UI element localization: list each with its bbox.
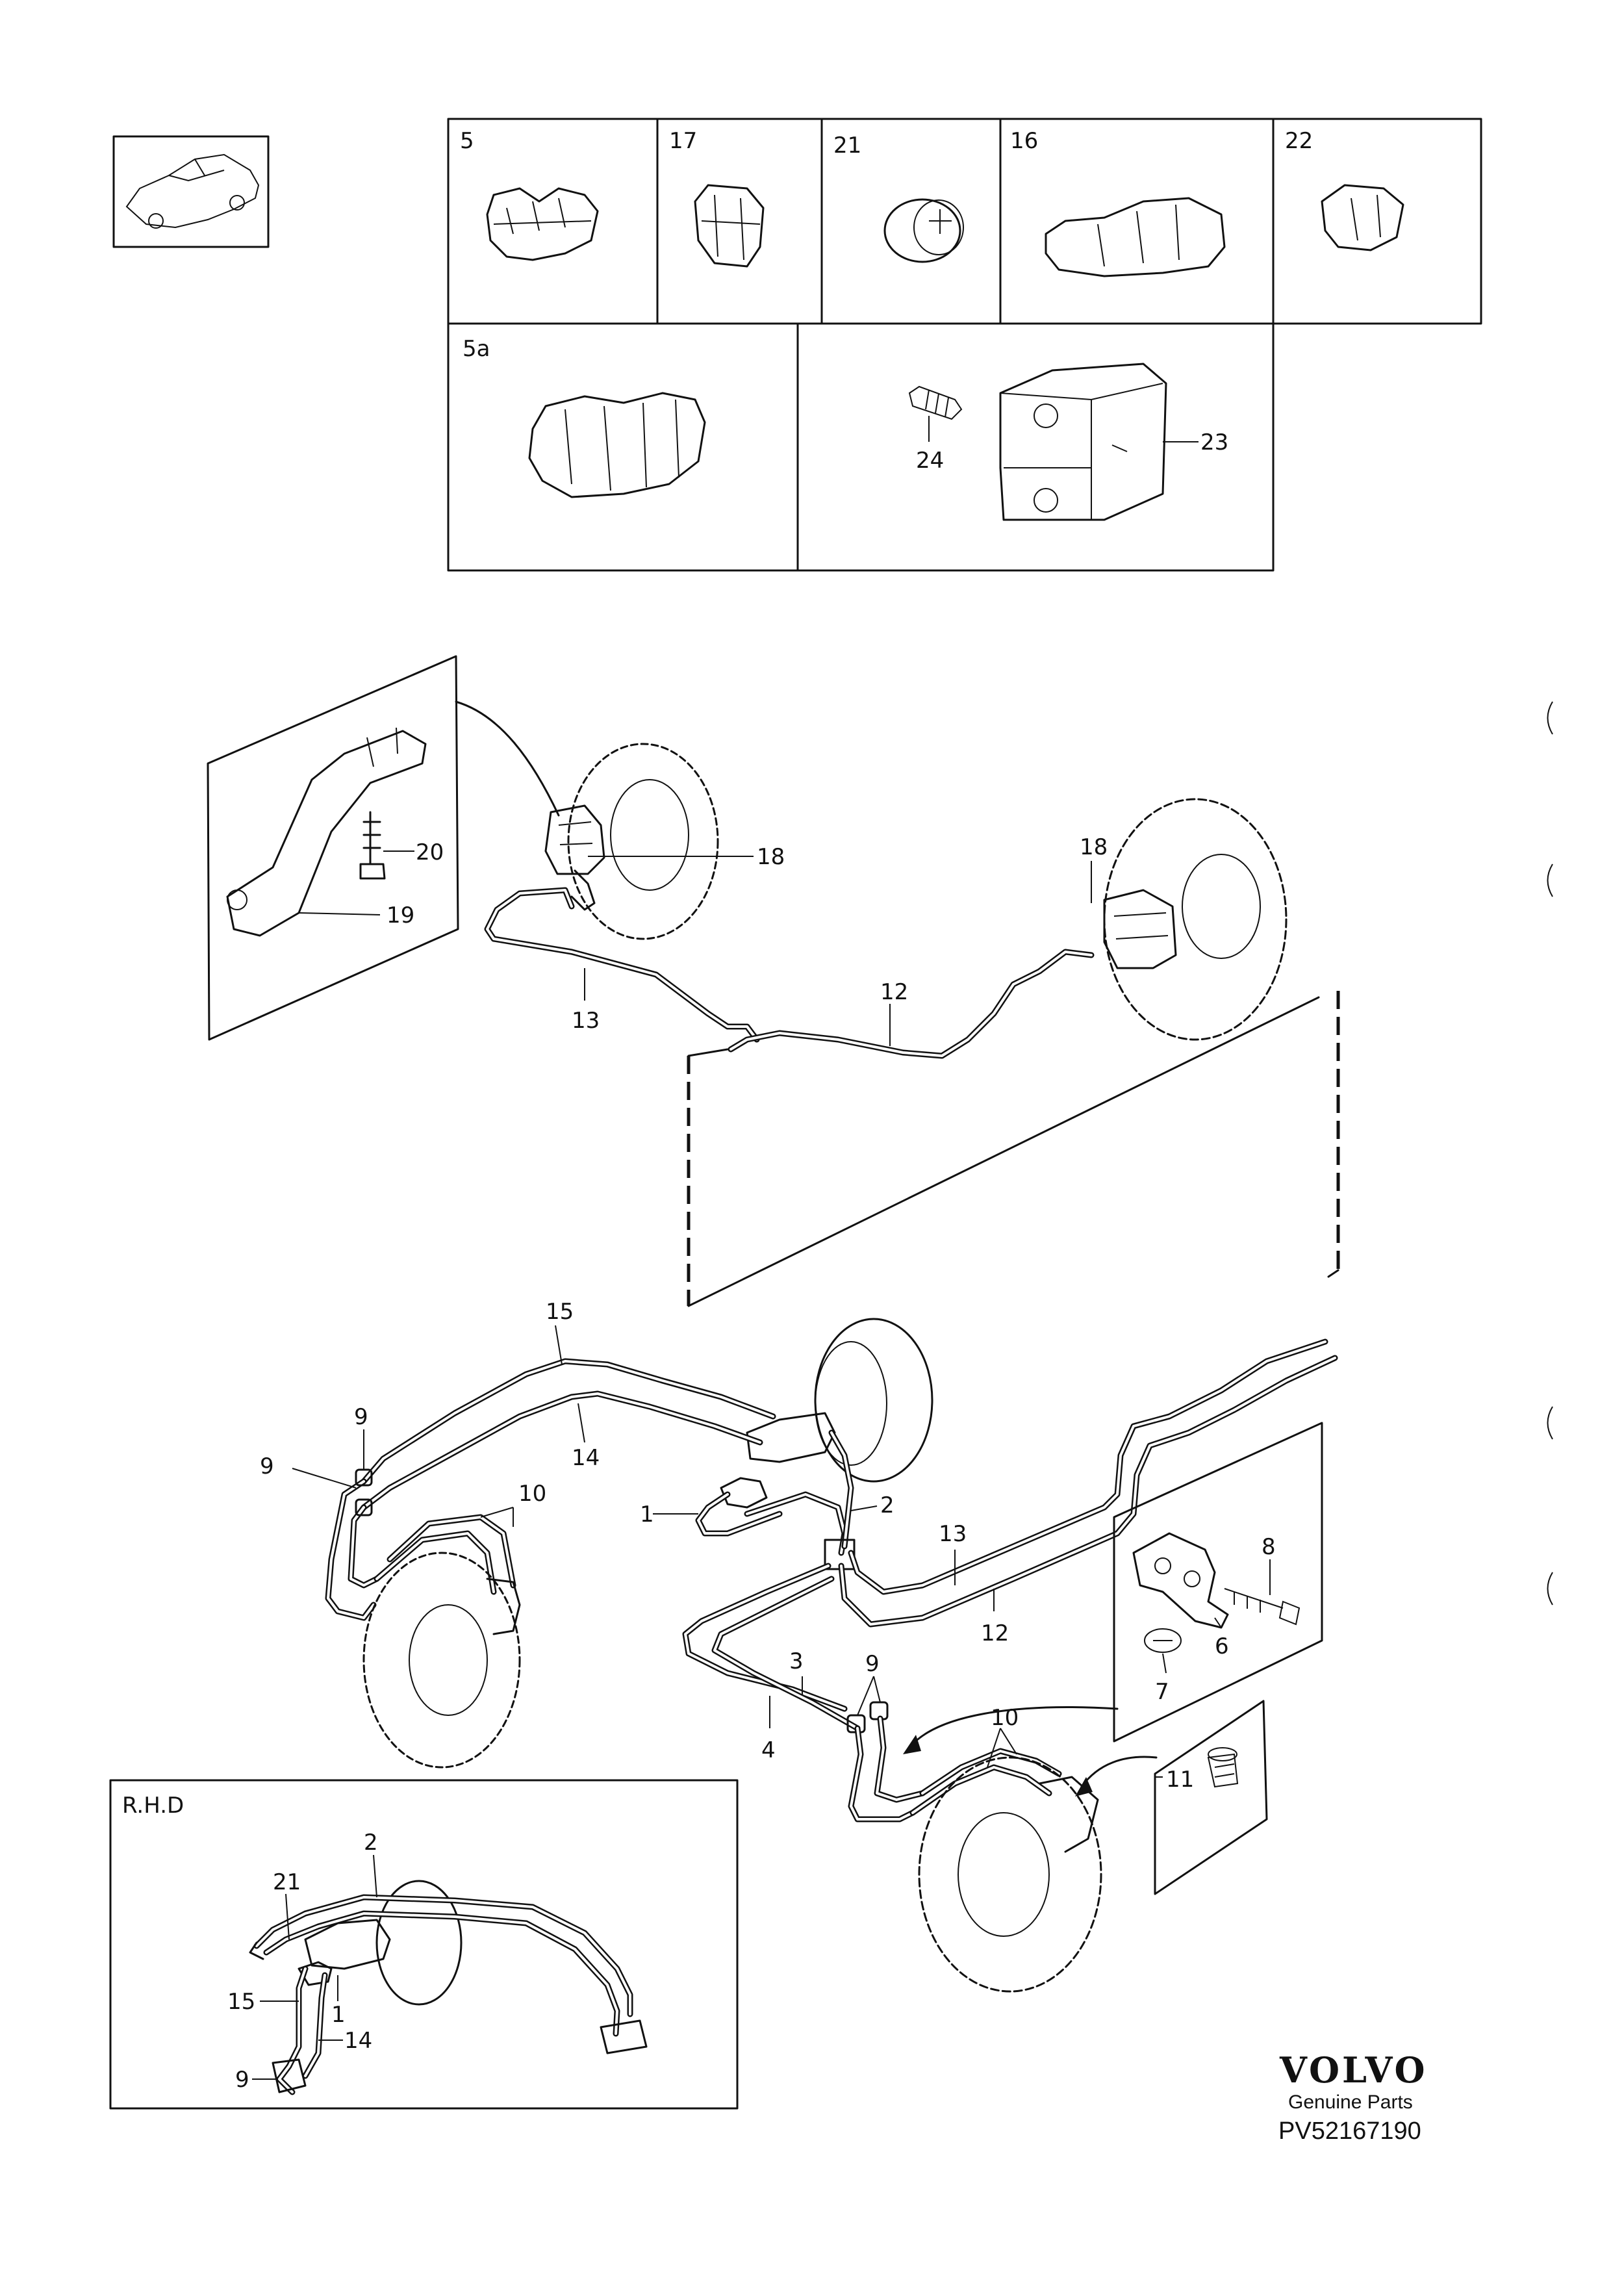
box-5-label: 5: [460, 128, 474, 154]
box-22-label: 22: [1285, 128, 1313, 154]
brand-tagline: Genuine Parts: [1288, 2091, 1413, 2113]
arrow-to-wheel-b: [1080, 1756, 1158, 1788]
part-code: PV52167190: [1278, 2117, 1421, 2145]
callout-20: 20: [416, 839, 444, 865]
callout-24: 24: [916, 448, 944, 474]
rhd-inset: [109, 1779, 739, 2110]
rhd-drawing: [249, 1880, 648, 2095]
arrow-to-wheel-a: [908, 1706, 1119, 1749]
callout-3: 3: [789, 1648, 804, 1674]
pipe-13-lower: [848, 1338, 1328, 1595]
rhd-callout-2: 2: [364, 1830, 378, 1856]
clip-16-drawing: [1045, 197, 1226, 277]
grommet-21-drawing: [883, 198, 964, 263]
callout-7: 7: [1155, 1679, 1169, 1705]
callout-8: 8: [1262, 1534, 1276, 1560]
bracket-inset: [207, 655, 459, 1041]
front-right-disc: [918, 1756, 1102, 1993]
callout-23: 23: [1200, 429, 1228, 455]
callout-1: 1: [640, 1502, 654, 1528]
inset-leader-curve: [455, 700, 560, 817]
car-thumbnail: [112, 135, 270, 248]
box-17-label: 17: [669, 128, 697, 154]
callout-6: 6: [1215, 1633, 1229, 1659]
callout-15: 15: [546, 1299, 574, 1325]
pipe-15: [361, 1358, 776, 1485]
callout-9a: 9: [354, 1404, 368, 1430]
callout-13b: 13: [939, 1521, 967, 1547]
pipe-right-loop-b: [874, 1715, 926, 1803]
callout-11: 11: [1166, 1767, 1194, 1793]
rhd-callout-14: 14: [344, 2028, 372, 2054]
volvo-logo: VOLVO: [1279, 2049, 1428, 2091]
arrow-head-a: [903, 1735, 921, 1754]
callout-18b: 18: [1080, 834, 1108, 860]
pipe-12-upper: [728, 949, 1095, 1059]
rhd-title: R.H.D: [122, 1793, 184, 1819]
rhd-callout-21: 21: [273, 1869, 301, 1895]
callout-14: 14: [572, 1445, 600, 1471]
scan-marks: [1547, 701, 1553, 1605]
box-5a-label: 5a: [463, 336, 490, 362]
arrow-head-b: [1075, 1777, 1093, 1797]
clip-5a-drawing: [528, 392, 706, 498]
booster: [720, 1318, 933, 1509]
callout-13a: 13: [572, 1008, 600, 1034]
callout-2: 2: [880, 1492, 894, 1518]
rear-right-disc-upper: [1103, 798, 1288, 1041]
callout-10a: 10: [518, 1481, 546, 1507]
fitting-11-inset: [1154, 1700, 1268, 1895]
callout-19-leader: [298, 912, 381, 915]
clamp-block-drawing: [908, 363, 1167, 521]
clip-17-drawing: [694, 184, 765, 268]
callout-4: 4: [761, 1737, 776, 1763]
callout-18a: 18: [757, 844, 785, 870]
callout-9c: 9: [865, 1651, 880, 1677]
box-21-label: 21: [833, 133, 861, 159]
front-left-disc-lower: [362, 1552, 521, 1769]
pipe-1: [695, 1491, 783, 1537]
box-16-label: 16: [1010, 128, 1038, 154]
rhd-callout-9: 9: [235, 2067, 249, 2093]
rhd-callout-15: 15: [227, 1989, 255, 2015]
pipe-14: [361, 1390, 763, 1511]
bracket-inset-right: [1113, 1422, 1323, 1743]
callout-12a: 12: [880, 979, 908, 1005]
clip-5-drawing: [486, 187, 599, 261]
floor-outline: [687, 991, 1340, 1307]
clip-22-drawing: [1321, 184, 1404, 251]
parts-grid: 5 17 21 16 22 5a: [447, 118, 1482, 572]
rhd-callout-1: 1: [331, 2002, 346, 2028]
callout-19: 19: [387, 902, 414, 928]
front-left-disc: [544, 743, 719, 940]
callout-9b: 9: [260, 1453, 274, 1479]
callout-12b: 12: [981, 1620, 1009, 1646]
